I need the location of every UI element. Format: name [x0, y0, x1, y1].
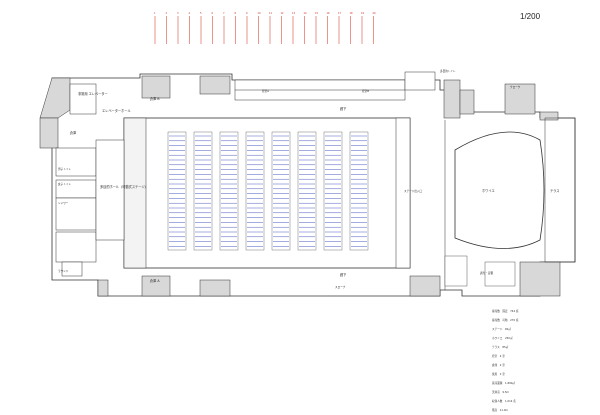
terrace — [544, 117, 576, 263]
label-corridor-bottom: 廊下 — [340, 272, 347, 277]
label-toilet-w: 女子トイレ — [58, 182, 71, 186]
label-lounge: ラウンジ — [58, 269, 69, 273]
legend-item: 天井高 9.5m — [492, 391, 510, 394]
left-rooms — [55, 83, 125, 277]
seat-column — [323, 131, 343, 251]
foyer — [444, 120, 545, 290]
label-shower: シャワー — [58, 201, 69, 205]
label-warehouse-bottom: 倉庫 A — [150, 278, 160, 283]
seat-column — [245, 131, 265, 251]
legend-item: ホワイエ 250㎡ — [492, 337, 513, 340]
section-marker-label: 11 — [269, 12, 273, 15]
right-stairs — [444, 255, 516, 287]
label-terrace: テラス — [550, 188, 560, 193]
section-marker-label: 8 — [235, 12, 237, 15]
label-elevator: 非常用 エレベーター — [78, 91, 108, 96]
label-main-hall: 多目的ホール（可動式ステージ） — [100, 184, 148, 189]
seat-blocks — [167, 131, 369, 251]
section-marker-label: 12 — [281, 12, 285, 15]
section-marker-label: 14 — [304, 12, 308, 15]
seat-column — [193, 131, 213, 251]
section-marker-label: 7 — [223, 12, 225, 15]
legend-item: 収容人数 1,014 名 — [492, 400, 516, 403]
label-toilet-m: 男子トイレ — [58, 167, 71, 171]
label-corridor-top: 廊下 — [340, 106, 347, 111]
label-elevator-hall: エレベーターホール — [102, 108, 131, 113]
section-marker-label: 3 — [177, 12, 179, 15]
section-marker-label: 9 — [246, 12, 248, 15]
label-coat: クローク — [510, 85, 521, 89]
seat-column — [271, 131, 291, 251]
seat-column — [349, 131, 369, 251]
section-marker-label: 19 — [361, 12, 365, 15]
seat-column — [219, 131, 239, 251]
legend-item: ステージ 90㎡ — [492, 328, 511, 331]
seat-column — [297, 131, 317, 251]
scale-label: 1/200 — [520, 12, 541, 21]
label-warehouse-top: 倉庫 B — [150, 96, 160, 101]
section-marker-label: 5 — [200, 12, 202, 15]
room-labels: 非常用 エレベーター 倉庫 B 倉庫 A エレベーターホール 廊下 廊下 多目的… — [58, 69, 560, 289]
section-marker-label: 1 — [154, 12, 156, 15]
section-marker-label: 10 — [258, 12, 262, 15]
section-marker-label: 2 — [166, 12, 168, 15]
label-restroom-top: 多目的トイレ — [440, 69, 456, 73]
label-ramp: スロープ — [335, 285, 346, 289]
legend-item: 楽屋 2 室 — [492, 373, 505, 376]
section-marker-label: 4 — [189, 12, 191, 15]
section-marker-label: 18 — [350, 12, 354, 15]
legend-item: 倉庫 2 室 — [492, 364, 505, 367]
legend-item: 階高 11.0m — [492, 409, 509, 412]
label-foyer: ホワイエ — [482, 188, 495, 193]
legend-item: 客席数 可動 270 席 — [492, 319, 519, 322]
label-dressing-left: 控室A — [262, 89, 269, 93]
seat-column — [167, 131, 187, 251]
legend-item: 延床面積 1,890㎡ — [492, 382, 515, 385]
label-controls: 調光・音響 — [480, 271, 493, 275]
section-marker-label: 20 — [373, 12, 377, 15]
legend-item: 控室 4 室 — [492, 355, 505, 358]
label-storage: 倉庫 — [70, 130, 77, 135]
section-marker-label: 6 — [212, 12, 214, 15]
service-strip — [234, 71, 436, 101]
label-dressing-right: 控室B — [362, 89, 369, 93]
section-marker-label: 13 — [292, 12, 296, 15]
section-marker-label: 17 — [338, 12, 342, 15]
section-marker-label: 16 — [327, 12, 331, 15]
legend-item: テラス 85㎡ — [492, 346, 509, 349]
legend-item: 客席数 固定 744 席 — [492, 310, 519, 313]
label-stage-entrance: ステージ出入口 — [404, 189, 423, 193]
section-marker-label: 15 — [315, 12, 319, 15]
wall-blocks — [39, 75, 561, 297]
